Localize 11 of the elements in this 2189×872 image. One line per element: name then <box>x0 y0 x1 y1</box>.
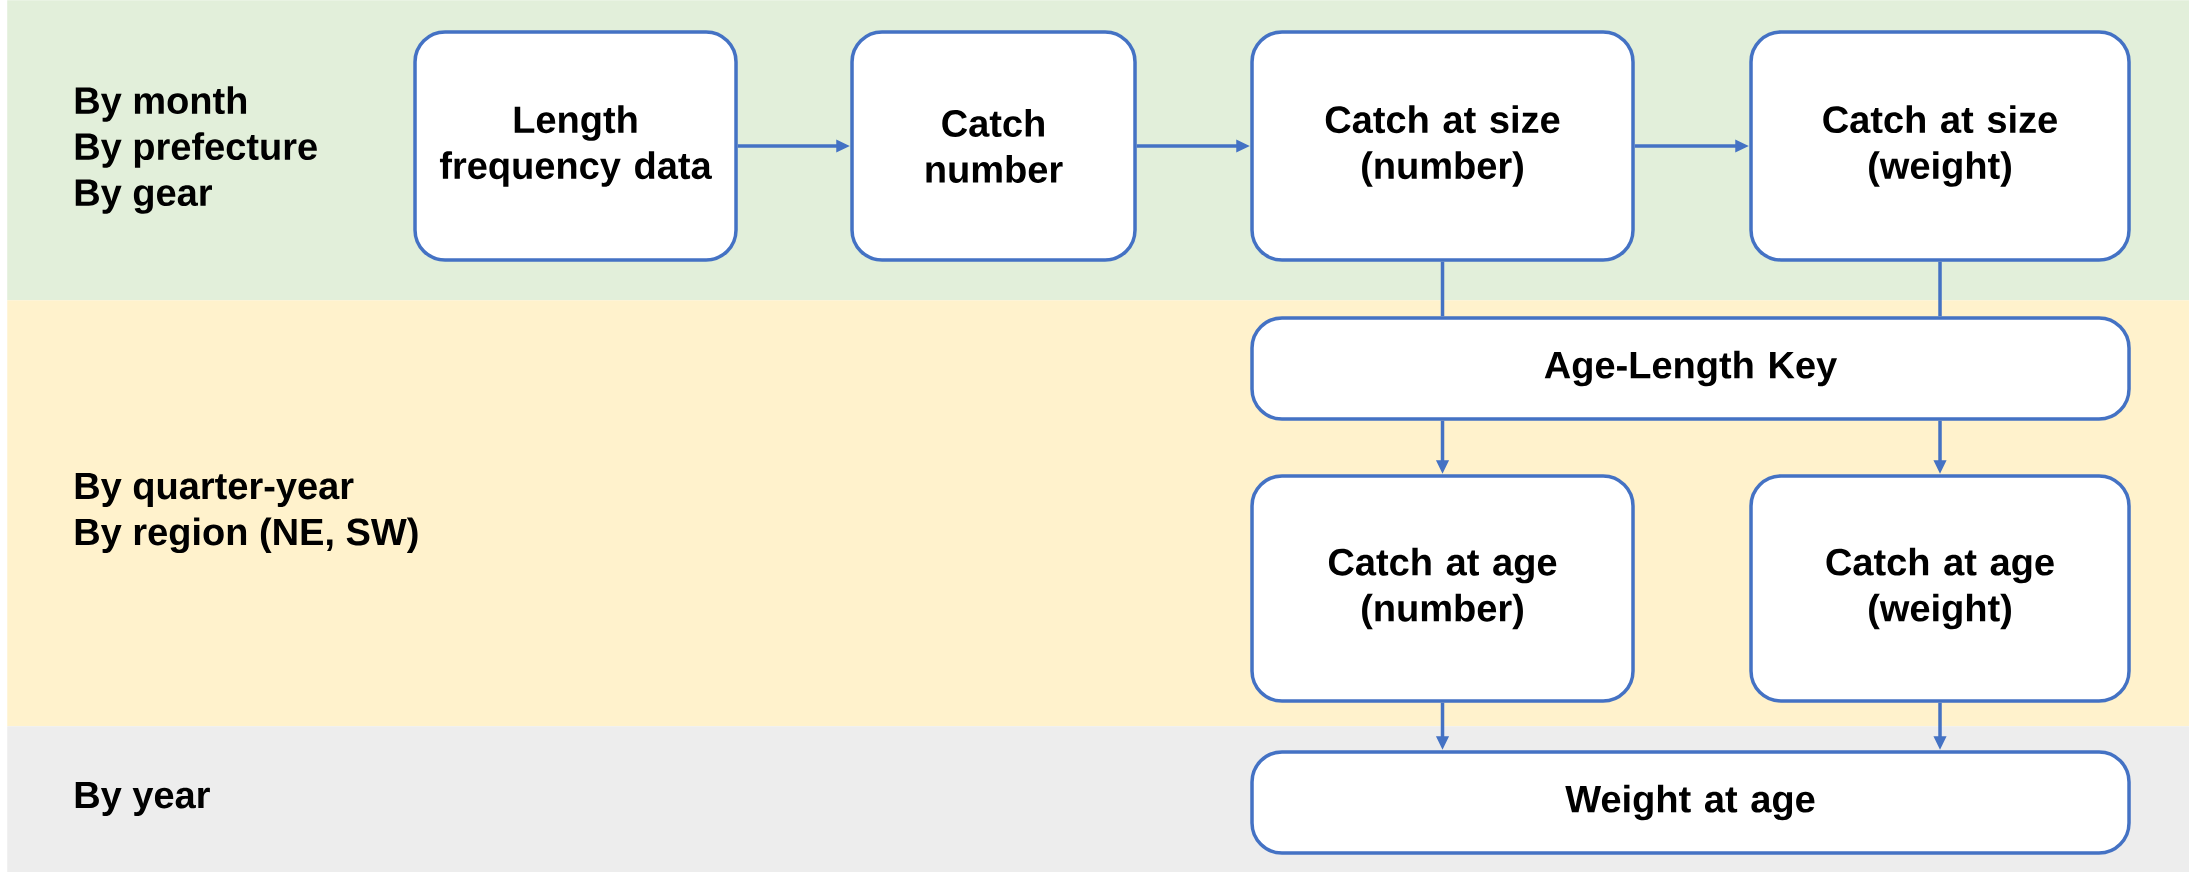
process-box: Catch number <box>850 30 1137 262</box>
process-box: Catch at size (weight) <box>1749 30 2131 262</box>
row-label: By quarter-year By region (NE, SW) <box>75 472 418 554</box>
row-label: By month By prefecture By gear <box>75 86 317 214</box>
process-box: Length frequency data <box>413 30 738 262</box>
process-box: Catch at age (number) <box>1250 474 1635 703</box>
process-box: Age-Length Key <box>1250 316 2131 421</box>
row-label: By year <box>75 782 210 816</box>
process-box: Weight at age <box>1250 750 2131 855</box>
process-box: Catch at age (weight) <box>1749 474 2131 703</box>
process-box: Catch at size (number) <box>1250 30 1635 262</box>
